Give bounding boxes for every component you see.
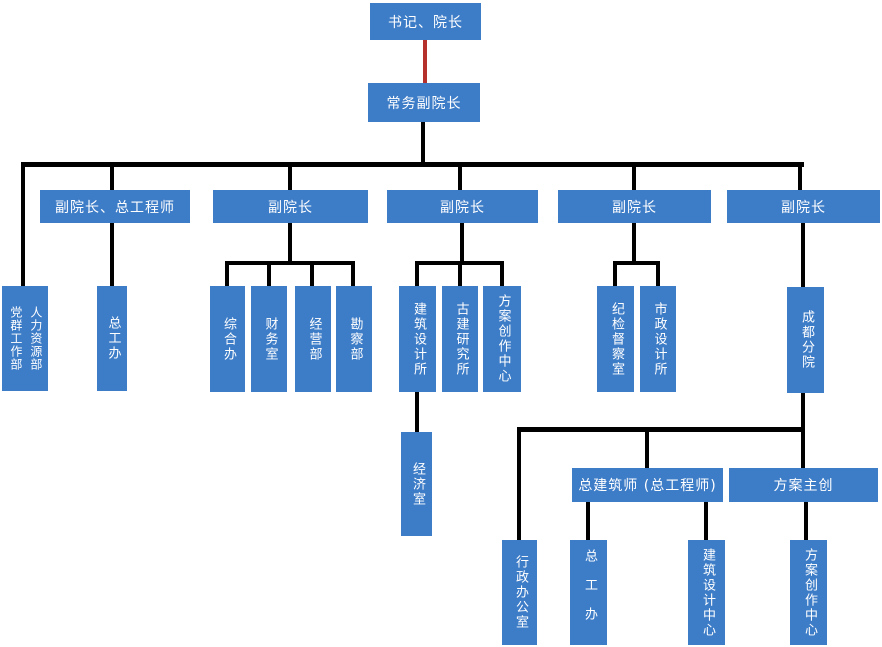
node-executive-vice-dean: 常务副院长 (368, 83, 480, 122)
node-general-office: 综合办 (210, 286, 245, 392)
node-label: 副院长、总工程师 (55, 199, 175, 216)
connector-drop-municipal (656, 264, 660, 286)
node-label: 古建研究所 (453, 301, 469, 377)
node-label: 总工办 (105, 316, 121, 361)
node-finance-office: 财务室 (251, 286, 287, 392)
connector-drop-chief-architect (645, 432, 649, 468)
node-label: 方案创作中心 (495, 294, 511, 384)
connector-drop-vd4 (798, 167, 802, 190)
node-label: 成都分院 (798, 310, 814, 370)
connector-secretary-to-exec-red (423, 40, 427, 83)
connector-drop-arch-design (415, 264, 419, 286)
node-label: 方案创作中心 (801, 547, 817, 638)
node-chief-engineer-office: 总工办 (97, 286, 127, 391)
connector-vd4-to-chengdu (801, 223, 805, 287)
connector-ca-to-ceo-branch (586, 502, 590, 540)
node-discipline-inspection-office: 纪检督察室 (597, 286, 634, 392)
node-vice-dean-2: 副院长 (387, 190, 538, 223)
node-label: 副院长 (440, 199, 485, 216)
node-label: 经营部 (306, 316, 322, 362)
node-label: 财务室 (262, 316, 278, 362)
node-economy-office: 经济室 (401, 432, 432, 536)
node-label: 经济室 (409, 461, 425, 507)
connector-vd2-down (460, 223, 464, 263)
node-label: 建筑设计所 (410, 301, 426, 377)
node-label: 副院长 (781, 199, 826, 216)
connector-drop-discipline (613, 264, 617, 286)
connector-ca-to-design-center (704, 502, 708, 540)
node-label: 书记、院长 (388, 14, 463, 31)
node-architectural-design-institute: 建筑设计所 (399, 286, 436, 392)
connector-vd1-horizontal (225, 261, 355, 265)
connector-drop-vd-chief-eng (110, 167, 114, 190)
node-municipal-design-institute: 市政设计所 (640, 286, 676, 392)
node-label: 勘察部 (347, 316, 363, 362)
node-scheme-creation-center-branch: 方案创作中心 (790, 540, 827, 645)
node-label: 建筑设计中心 (699, 547, 715, 638)
connector-drop-admin-office (517, 432, 521, 540)
node-label: 总建筑师 (总工程师) (578, 478, 717, 494)
node-label: 方案主创 (773, 478, 834, 494)
node-vice-dean-1: 副院长 (213, 190, 368, 223)
node-label: 总工办 (581, 549, 597, 636)
connector-vd1-down (288, 223, 292, 263)
node-label: 常务副院长 (386, 95, 462, 112)
node-chengdu-branch: 成都分院 (787, 287, 824, 393)
node-label: 行政办公室 (512, 555, 528, 630)
connector-vd2-horizontal (415, 261, 504, 265)
connector-arch-to-economy (415, 392, 419, 432)
connector-drop-finance (267, 264, 271, 286)
node-ancient-architecture-institute: 古建研究所 (442, 286, 478, 392)
node-survey-dept: 勘察部 (336, 286, 372, 392)
connector-drop-scheme-center (500, 264, 504, 286)
connector-drop-vd2 (458, 167, 462, 190)
connector-sl-to-scheme-center (804, 502, 808, 540)
node-secretary-dean: 书记、院长 (370, 3, 481, 40)
node-label-hr: 人力资源部 (28, 306, 43, 371)
connector-drop-vd1 (288, 167, 292, 190)
node-label: 副院长 (268, 199, 313, 216)
node-label: 市政设计所 (651, 301, 667, 377)
connector-drop-vd3 (632, 167, 636, 190)
connector-chengdu-horizontal (517, 427, 805, 432)
connector-exec-down (421, 122, 425, 162)
node-label: 纪检督察室 (608, 301, 624, 377)
connector-drop-ancient-arch (458, 264, 462, 286)
node-scheme-lead: 方案主创 (729, 468, 878, 502)
node-label: 综合办 (220, 316, 236, 362)
node-label: 副院长 (612, 199, 657, 216)
node-party-mass-and-hr: 党群工作部 人力资源部 (2, 286, 48, 391)
node-vice-dean-chief-engineer: 副院长、总工程师 (40, 190, 190, 223)
node-architectural-design-center: 建筑设计中心 (688, 540, 725, 645)
node-vice-dean-3: 副院长 (558, 190, 711, 223)
node-scheme-creation-center: 方案创作中心 (483, 286, 521, 392)
connector-vd3-horizontal (613, 261, 660, 265)
node-chief-engineer-office-branch: 总工办 (570, 540, 607, 645)
node-operations-dept: 经营部 (295, 286, 331, 392)
connector-drop-survey (351, 264, 355, 286)
connector-drop-operations (310, 264, 314, 286)
connector-drop-party-hr (21, 167, 25, 286)
node-chief-architect: 总建筑师 (总工程师) (572, 468, 723, 502)
connector-main-horizontal (21, 162, 804, 167)
connector-drop-general-office (225, 264, 229, 286)
node-vice-dean-4: 副院长 (727, 190, 880, 223)
connector-vdce-to-ceo (110, 223, 114, 286)
connector-drop-scheme-lead (801, 432, 805, 468)
connector-chengdu-down (801, 393, 805, 429)
connector-vd3-down (632, 223, 636, 263)
node-admin-office: 行政办公室 (502, 540, 537, 645)
node-label-party-mass: 党群工作部 (8, 306, 23, 371)
